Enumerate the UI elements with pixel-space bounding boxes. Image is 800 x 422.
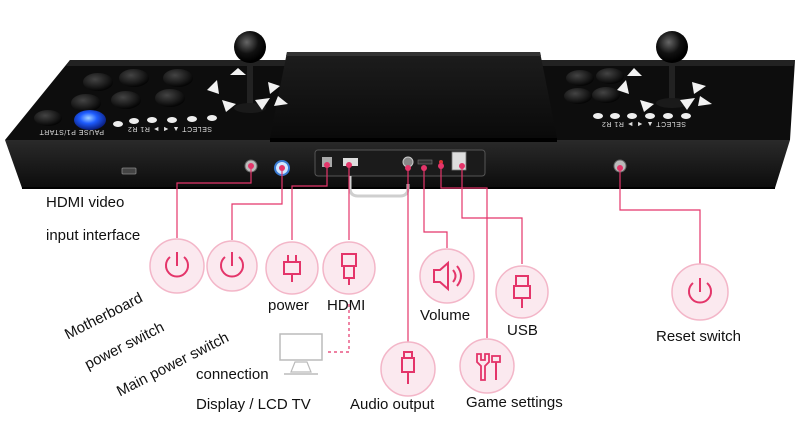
label-display-lcd-tv: Display / LCD TV xyxy=(196,396,311,413)
left-select-buttons xyxy=(113,115,217,127)
audio-jack-icon xyxy=(380,341,436,397)
label-connection: connection xyxy=(196,366,269,383)
right-action-buttons xyxy=(564,68,624,104)
label-reset-switch: Reset switch xyxy=(656,328,742,345)
label-volume: Volume xyxy=(420,307,471,324)
center-lid xyxy=(270,52,557,142)
left-action-buttons xyxy=(34,69,193,130)
usb-icon xyxy=(495,265,549,319)
label-usb: USB xyxy=(507,322,538,339)
label-hdmi: HDMI xyxy=(327,297,366,314)
right-select-buttons xyxy=(593,113,691,119)
game-settings-tools-icon xyxy=(459,338,515,394)
left-direction-arrows xyxy=(207,68,288,112)
label-game-settings: Game settings xyxy=(466,394,563,411)
hdmi-input-port xyxy=(121,167,137,175)
label-power: power xyxy=(268,297,309,314)
label-hdmi-input-interface: input interface xyxy=(46,227,141,244)
main-power-icon xyxy=(206,240,258,292)
leader-lines xyxy=(176,162,701,353)
game-settings-led xyxy=(439,160,443,164)
blue-start-button xyxy=(74,110,106,130)
hdmi-plug-icon xyxy=(322,241,376,295)
volume-slot xyxy=(417,159,433,165)
right-direction-arrows xyxy=(617,68,712,112)
reset-power-icon xyxy=(671,263,729,321)
right-joystick xyxy=(656,31,688,108)
console-right-keys-text: SELECT ▲ ◄ ► R1 R2 xyxy=(601,120,686,127)
port-panel xyxy=(314,149,486,177)
label-audio-output: Audio output xyxy=(350,396,435,413)
front-ports xyxy=(121,149,627,198)
display-monitor-icon xyxy=(279,333,323,375)
volume-speaker-icon xyxy=(419,248,475,304)
power-plug-icon xyxy=(265,241,319,295)
label-hdmi-video: HDMI video xyxy=(46,194,125,211)
motherboard-power-icon xyxy=(149,238,205,294)
hdmi-output-port xyxy=(343,158,358,166)
console-left-keys-text: SELECT ▲ ◄ ► R1 R2 xyxy=(127,125,212,132)
left-joystick xyxy=(234,31,266,113)
console-left-button-text: PAUSE P1/START xyxy=(39,128,104,135)
